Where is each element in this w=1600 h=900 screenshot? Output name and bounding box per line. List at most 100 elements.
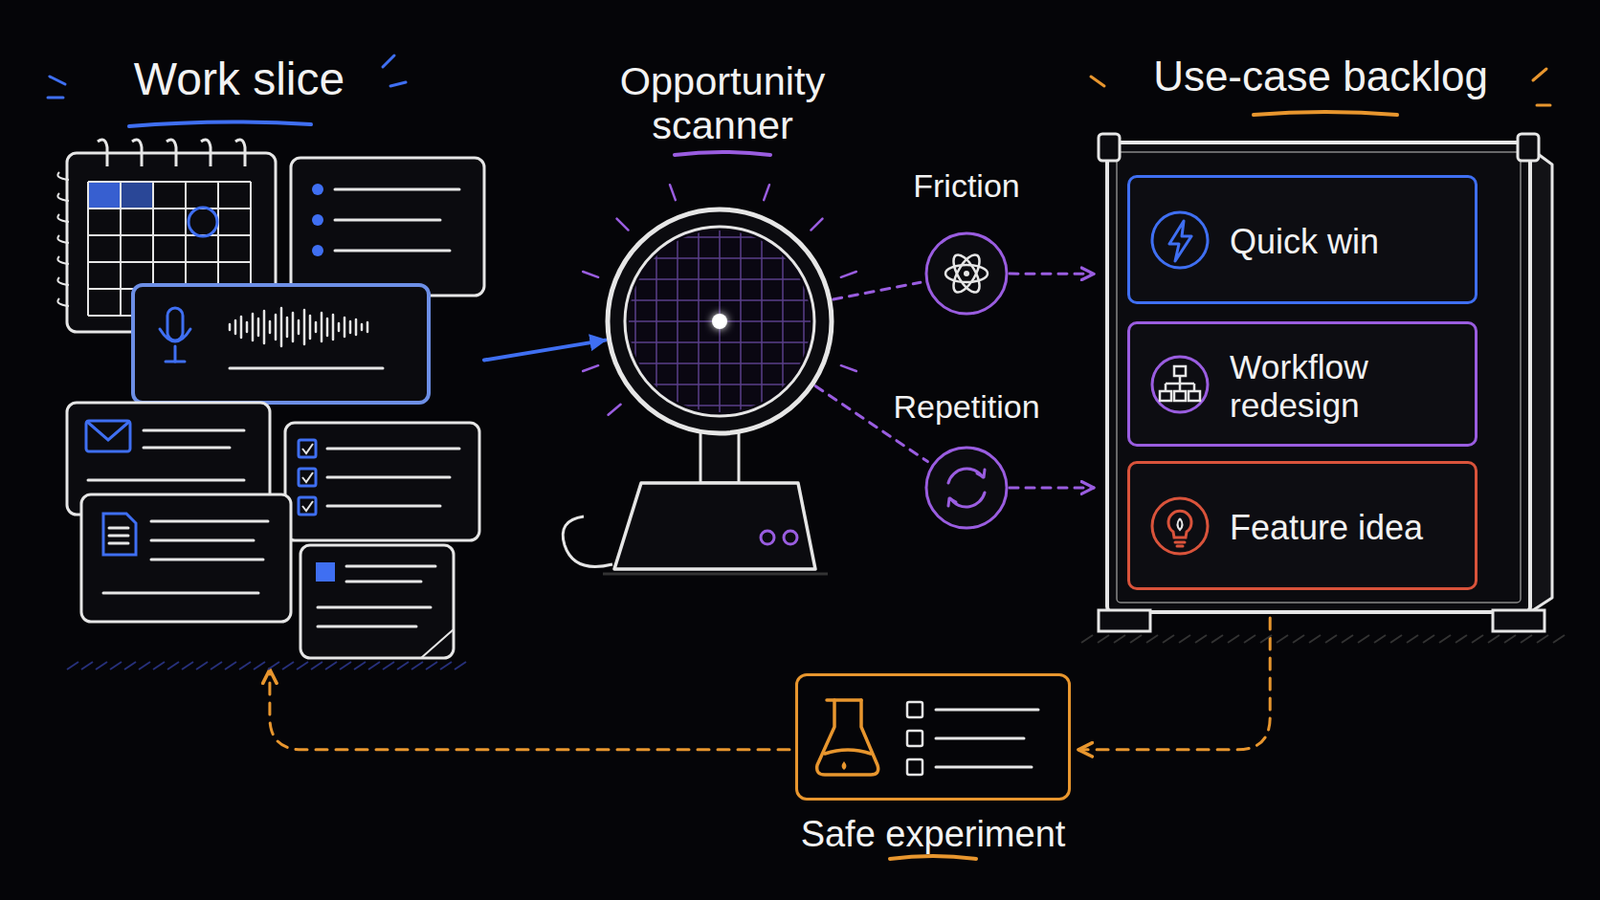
chalk-stroke — [297, 320, 301, 334]
chalk-stroke — [1177, 518, 1183, 531]
chalk-stroke — [274, 314, 278, 340]
chalk-stroke — [618, 362, 822, 365]
chalk-stroke — [224, 662, 237, 670]
chalk-stroke — [674, 152, 771, 156]
chalk-stroke — [608, 404, 622, 416]
chalk-stroke — [303, 310, 307, 345]
text-frame: Use-case backlog — [1090, 47, 1551, 106]
chalk-stroke — [97, 139, 108, 167]
chalk-stroke — [1260, 635, 1272, 644]
chalk-stroke — [282, 662, 294, 670]
chalk-stroke — [425, 662, 438, 670]
scanner-device: Opportunity scanner — [564, 47, 881, 594]
chalk-stroke — [332, 314, 335, 340]
chalk-stroke — [817, 700, 879, 776]
text-frame: Repetition — [870, 385, 1063, 428]
chalk-stroke — [1090, 76, 1105, 87]
chalk-stroke — [229, 367, 383, 371]
chalk-stroke — [1530, 148, 1553, 613]
chalk-stroke — [618, 404, 822, 407]
chalk-stroke — [285, 422, 480, 541]
chalk-stroke — [824, 750, 871, 755]
chalk-stroke — [1175, 540, 1185, 544]
chalk-stroke — [1504, 635, 1516, 644]
chalk-stroke — [1098, 133, 1120, 161]
chalk-stroke — [120, 181, 154, 209]
chalk-stroke — [200, 139, 211, 167]
chalk-stroke — [1406, 635, 1419, 644]
chalk-stroke — [935, 766, 1032, 770]
chalk-stroke — [763, 184, 770, 200]
chalk-stroke — [1195, 635, 1207, 644]
backlog-item: Quick win — [1127, 175, 1478, 305]
chalk-stroke — [334, 249, 450, 253]
chalk-stroke — [1188, 391, 1200, 401]
chalk-stroke — [1488, 635, 1500, 644]
chalk-stroke — [948, 250, 985, 296]
chalk-stroke — [1152, 356, 1208, 413]
chalk-stroke — [454, 662, 467, 670]
chalk-stroke — [103, 592, 259, 596]
chalk-stroke — [1422, 635, 1435, 644]
chalk-stroke — [1309, 635, 1321, 644]
chalk-stroke — [907, 759, 923, 776]
chalk-stroke — [562, 516, 613, 568]
backlog-item: Workflow redesign — [1127, 321, 1478, 447]
chalk-stroke — [945, 250, 988, 296]
node-illustration — [38, 38, 517, 689]
chalk-stroke — [1357, 635, 1370, 644]
chalk-stroke — [421, 629, 454, 659]
chalk-stroke — [311, 662, 323, 670]
chalk-stroke — [948, 498, 956, 507]
chalk-stroke — [57, 298, 69, 307]
chalk-stroke — [1162, 635, 1175, 644]
chalk-stroke — [360, 324, 364, 331]
chalk-stroke — [317, 625, 417, 629]
item-label: Feature idea — [1229, 509, 1423, 548]
chalk-stroke — [618, 341, 822, 344]
chalk-stroke — [317, 606, 431, 610]
chalk-stroke — [935, 737, 1024, 741]
chalk-stroke — [1168, 511, 1192, 538]
chalk-stroke — [1374, 635, 1386, 644]
node-outline — [795, 673, 1071, 801]
chalk-stroke — [948, 250, 985, 296]
item-label: Quick win — [1229, 222, 1379, 262]
chalk-stroke — [235, 139, 245, 167]
chalk-stroke — [963, 270, 970, 277]
chalk-stroke — [1517, 133, 1539, 161]
chalk-stroke — [311, 214, 324, 226]
chalk-stroke — [129, 121, 312, 127]
chalk-stroke — [47, 96, 64, 100]
chalk-stroke — [167, 662, 179, 670]
chalk-stroke — [1276, 635, 1289, 644]
chalk-stroke — [88, 479, 245, 483]
chalk-stroke — [302, 472, 313, 483]
chalk-stroke — [133, 285, 429, 403]
chalk-stroke — [1116, 152, 1521, 603]
chalk-stroke — [346, 580, 422, 584]
chalk-stroke — [88, 181, 121, 209]
chalk-stroke — [300, 545, 454, 659]
chalk-stroke — [159, 308, 191, 362]
node-circle — [607, 209, 832, 434]
chalk-stroke — [700, 433, 739, 484]
flow-arrow — [484, 340, 606, 361]
chalk-stroke — [124, 662, 136, 670]
experiment-label: Safe experiment — [800, 814, 1067, 856]
chalk-stroke — [1292, 635, 1305, 644]
chalk-stroke — [1165, 376, 1195, 392]
chalk-stroke — [298, 468, 316, 487]
node-outline — [66, 153, 485, 659]
chalk-stroke — [49, 76, 66, 85]
chalk-stroke — [103, 513, 136, 556]
chalk-stroke — [368, 662, 380, 670]
chalk-stroke — [1168, 511, 1192, 547]
chalk-stroke — [1098, 610, 1545, 632]
chalk-stroke — [1169, 221, 1192, 262]
backlog-board: Use-case backlogQuick winWorkflow redesi… — [1090, 38, 1551, 651]
chalk-stroke — [311, 183, 324, 257]
chalk-stroke — [109, 527, 129, 531]
chalk-stroke — [151, 558, 264, 562]
chalk-stroke — [240, 316, 244, 338]
